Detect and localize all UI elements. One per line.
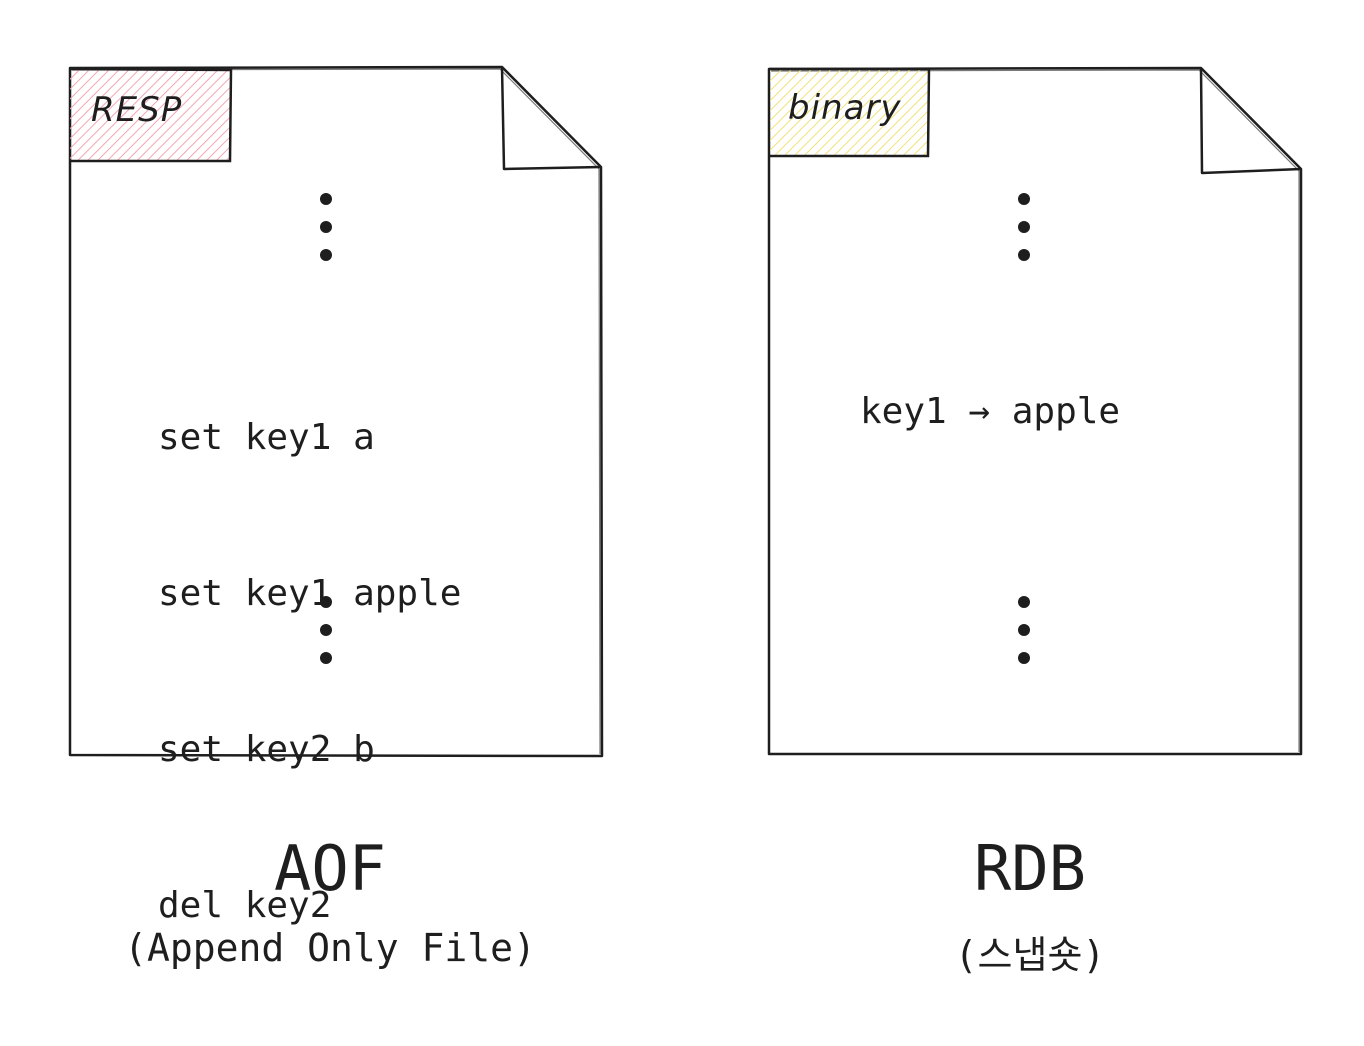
- dot: [320, 249, 332, 261]
- aof-command: del key2: [158, 885, 332, 926]
- dot: [1018, 193, 1030, 205]
- dot: [320, 652, 332, 664]
- dot: [320, 596, 332, 608]
- dot: [320, 193, 332, 205]
- dot: [1018, 221, 1030, 233]
- dot: [320, 624, 332, 636]
- dot: [320, 221, 332, 233]
- rdb-file-document: binary key1 → apple RDB (스냅숏): [682, 0, 1364, 1046]
- rdb-tag-fill: [770, 70, 928, 156]
- aof-ellipsis-top: [319, 193, 333, 261]
- aof-tag-fill: [70, 70, 230, 161]
- dot: [1018, 249, 1030, 261]
- dot: [1018, 652, 1030, 664]
- aof-command: set key1 apple: [158, 573, 462, 614]
- aof-file-outline: [68, 65, 604, 758]
- aof-file-document: RESP set key1 a set key1 apple set key2 …: [68, 65, 604, 1036]
- aof-tag-label: RESP: [91, 90, 183, 130]
- rdb-tag-label: binary: [788, 88, 902, 128]
- aof-title: AOF: [274, 832, 386, 905]
- aof-ellipsis-bottom: [319, 596, 333, 664]
- rdb-file-outline: [767, 66, 1303, 756]
- dot: [1018, 596, 1030, 608]
- dot: [1018, 624, 1030, 636]
- aof-command: set key1 a: [158, 417, 375, 458]
- rdb-subtitle: (스냅숏): [954, 933, 1106, 977]
- aof-command: set key2 b: [158, 729, 375, 770]
- aof-subtitle: (Append Only File): [124, 926, 536, 970]
- aof-command-list: set key1 a set key1 apple set key2 b del…: [158, 308, 461, 1036]
- rdb-key-value-entry: key1 → apple: [860, 391, 1121, 432]
- rdb-ellipsis-bottom: [1017, 596, 1031, 664]
- rdb-ellipsis-top: [1017, 193, 1031, 261]
- rdb-title: RDB: [974, 832, 1086, 905]
